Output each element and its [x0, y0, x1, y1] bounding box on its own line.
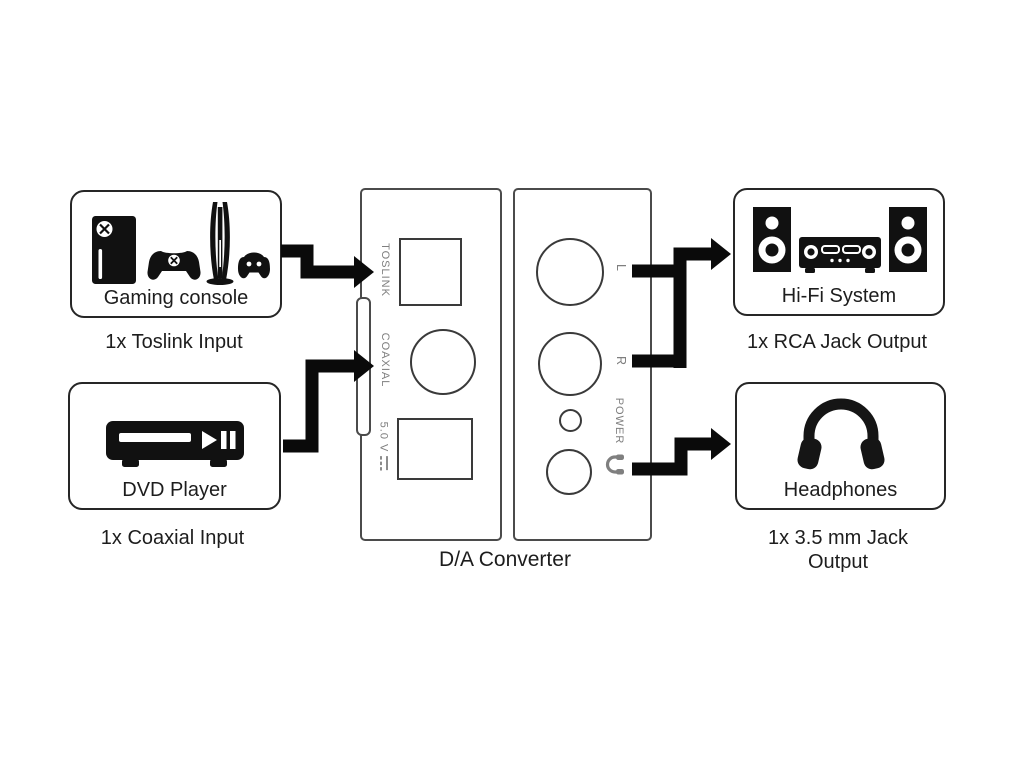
power-input-label: 5.0 V: [377, 421, 390, 453]
gaming-console-label: Gaming console: [103, 287, 249, 309]
jack-output-caption: 1x 3.5 mm Jack Output: [767, 527, 909, 573]
dvd-player-label: DVD Player: [122, 479, 227, 501]
arrow-gaming-to-toslink: [281, 244, 355, 279]
hifi-system-label: Hi-Fi System: [781, 285, 897, 307]
dvd-player-box: DVD Player: [68, 382, 281, 510]
arrow-lr-to-hifi: [673, 247, 712, 368]
hifi-system-box: Hi-Fi System: [733, 188, 945, 316]
headphones-icon: [795, 396, 887, 474]
headphones-box: Headphones: [735, 382, 946, 510]
arrowhead-hifi: [711, 238, 731, 270]
xbox-playstation-consoles-icon: [88, 202, 270, 286]
headphones-label: Headphones: [783, 479, 898, 501]
panel-edge-strip: [356, 297, 371, 436]
arrow-dvd-to-coaxial: [283, 359, 355, 453]
converter-caption: D/A Converter: [439, 548, 571, 571]
headphone-jack: [546, 449, 592, 495]
rca-output-caption: 1x RCA Jack Output: [746, 331, 928, 353]
toslink-input-caption: 1x Toslink Input: [105, 331, 243, 353]
right-channel-label: R: [614, 355, 628, 367]
left-rca-jack: [536, 238, 604, 306]
hifi-system-icon: [751, 207, 929, 275]
power-led-label: POWER: [613, 397, 625, 445]
power-input-port: [397, 418, 473, 480]
dc-voltage-icon: [380, 455, 388, 471]
headphones-icon: [605, 454, 625, 476]
toslink-port: [399, 238, 462, 306]
power-input-label-group: 5.0 V: [377, 422, 390, 471]
coaxial-port-label: COAXIAL: [379, 332, 391, 388]
dvd-player-icon: [106, 418, 244, 468]
gaming-console-box: Gaming console: [70, 190, 282, 318]
power-led: [559, 409, 582, 432]
left-channel-label: L: [614, 264, 628, 272]
arrowhead-headphones: [711, 428, 731, 460]
coaxial-port: [410, 329, 476, 395]
toslink-port-label: TOSLINK: [379, 243, 391, 297]
right-rca-jack: [538, 332, 602, 396]
coaxial-input-caption: 1x Coaxial Input: [100, 527, 245, 549]
